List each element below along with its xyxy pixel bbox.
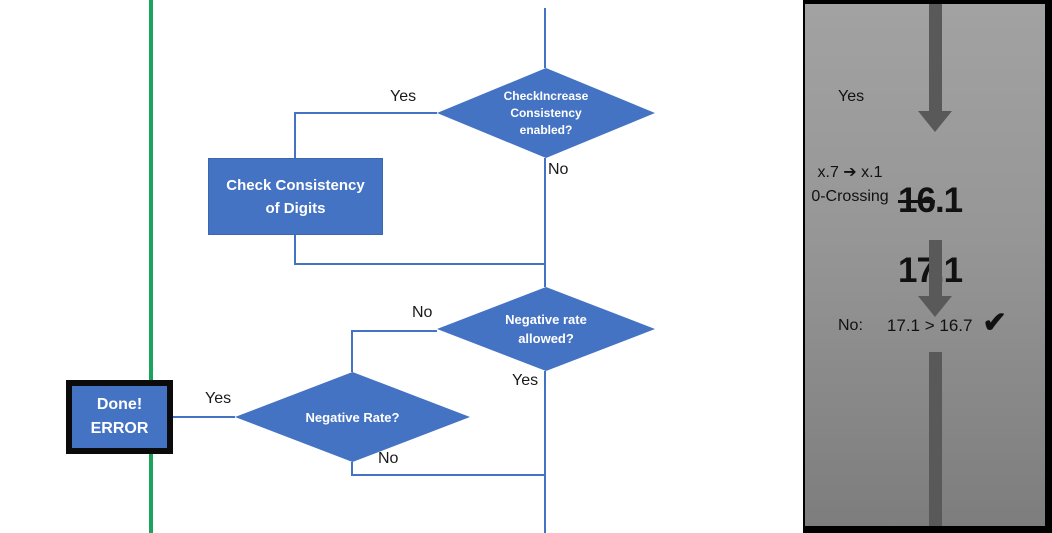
flow-line-yes-branch-vertical xyxy=(294,112,296,158)
flow-line-process-out-vertical xyxy=(294,235,296,264)
flow-line-bottom-vertical xyxy=(544,371,546,533)
label-no-mid: No xyxy=(412,304,433,321)
label-yes-mid: Yes xyxy=(512,372,539,389)
terminator-done-error: Done! ERROR xyxy=(66,380,173,454)
label-no-top: No xyxy=(548,161,569,178)
flow-line-top-vertical xyxy=(544,8,546,68)
process-check-consistency-of-digits: Check Consistency of Digits xyxy=(208,158,383,235)
green-guide-line xyxy=(149,0,153,533)
down-arrow-mid-shaft xyxy=(929,240,942,297)
flow-line-no-branch-vertical xyxy=(351,330,353,372)
flow-line-no-exit-horizontal xyxy=(351,474,545,476)
down-arrow-mid-head-icon xyxy=(918,296,952,317)
flow-line-no-exit-vertical xyxy=(351,462,353,475)
decision-negative-rate-allowed: Negative rate allowed? xyxy=(437,287,655,371)
flow-line-process-out-horizontal xyxy=(294,263,545,265)
flow-line-yes-branch-horizontal xyxy=(295,112,437,114)
old-value: 16.1 xyxy=(898,181,963,220)
transition-annotation: x.7 ➔ x.1 0-Crossing xyxy=(805,161,895,209)
down-arrow-top-head-icon xyxy=(918,111,952,132)
result-no-label: No: xyxy=(838,317,863,334)
transition-text: x.7 ➔ x.1 xyxy=(817,164,883,181)
panel-label-yes: Yes xyxy=(838,88,865,105)
old-value-rest: .1 xyxy=(934,181,963,220)
label-no-bottom: No xyxy=(378,450,399,467)
label-yes-top: Yes xyxy=(390,88,417,105)
comparison-text: 17.1 > 16.7 xyxy=(886,316,973,335)
gray-annotation-panel: Yes x.7 ➔ x.1 0-Crossing 16.1 17.1 No: 1… xyxy=(803,0,1052,533)
decision-check-increase-consistency: CheckIncrease Consistency enabled? xyxy=(437,68,655,158)
comparison-result: No: 17.1 > 16.7 ✔ xyxy=(838,307,1007,339)
decision-negative-rate: Negative Rate? xyxy=(235,372,470,462)
down-arrow-bottom-shaft xyxy=(929,352,942,526)
checkmark-icon: ✔ xyxy=(982,307,1007,339)
label-yes-bottom: Yes xyxy=(205,390,232,407)
flow-line-yes-to-done xyxy=(173,416,235,418)
old-value-struck: 16 xyxy=(898,181,936,220)
flow-line-no-branch-horizontal xyxy=(352,330,437,332)
flow-line-mid-vertical xyxy=(544,158,546,287)
down-arrow-top-shaft xyxy=(929,4,942,112)
zero-crossing-text: 0-Crossing xyxy=(811,188,889,205)
